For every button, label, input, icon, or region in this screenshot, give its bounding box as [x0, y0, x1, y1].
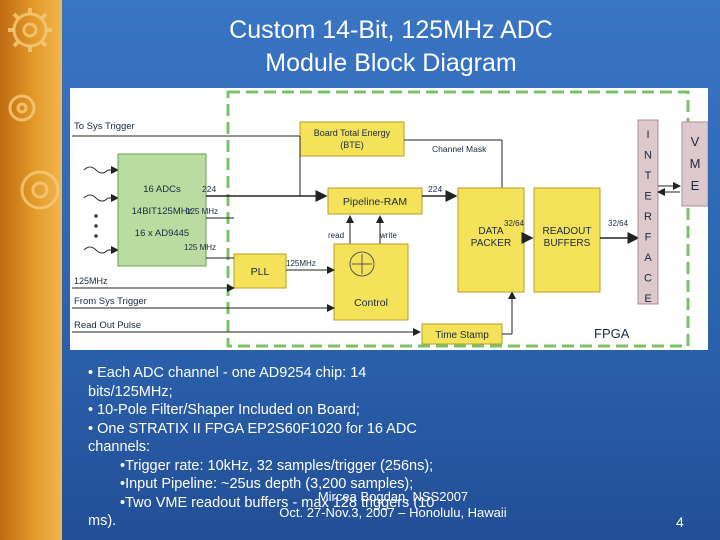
- analog-input-icons: [83, 166, 109, 254]
- interface-letter: N: [644, 150, 652, 162]
- fpga-label: FPGA: [594, 326, 630, 341]
- vme-letter: M: [690, 156, 701, 171]
- block-diagram-svg: To Sys Trigger Board Total Energy (BTE) …: [72, 90, 708, 348]
- pipeline-ram-label: Pipeline-RAM: [343, 196, 407, 208]
- block-diagram: To Sys Trigger Board Total Energy (BTE) …: [70, 88, 708, 350]
- vme-letter: E: [691, 178, 700, 193]
- page-number: 4: [676, 514, 684, 530]
- clk-in-label: 125MHz: [74, 276, 108, 286]
- adc-input-lines: [108, 166, 119, 254]
- readout-buffers-block: [533, 187, 601, 293]
- read-out-pulse-label: Read Out Pulse: [74, 320, 141, 331]
- bullet-line: ms).: [88, 513, 117, 529]
- adc-label-2: 14BIT125MHz: [132, 206, 193, 217]
- control-state-icon: [349, 251, 375, 277]
- write-label: write: [379, 231, 397, 240]
- title-line-2: Module Block Diagram: [265, 49, 517, 77]
- time-stamp-label: Time Stamp: [435, 330, 489, 341]
- interface-block: [637, 119, 659, 305]
- pll-out-label: 125MHz: [286, 259, 316, 268]
- fpga-boundary: [226, 90, 690, 348]
- readout-buffers-label-2: BUFFERS: [544, 238, 591, 249]
- bullet-line: • 10-Pole Filter/Shaper Included on Boar…: [88, 402, 360, 418]
- interface-letter: R: [644, 211, 652, 223]
- title-line-1: Custom 14-Bit, 125MHz ADC: [229, 16, 553, 44]
- bus-32-64-a: 32/64: [504, 219, 525, 228]
- interface-letter: I: [646, 129, 649, 141]
- footer-author: Mircea Bogdan, NSS2007: [317, 489, 469, 504]
- bullet-list: • Each ADC channel - one AD9254 chip: 14…: [88, 364, 648, 531]
- bullet-line: •Trigger rate: 10kHz, 32 samples/trigger…: [120, 457, 434, 474]
- footer: Mircea Bogdan, NSS2007 Oct. 27-Nov.3, 20…: [268, 489, 518, 521]
- interface-letter: F: [645, 232, 652, 244]
- vme-block: [681, 121, 708, 207]
- from-sys-trigger-label: From Sys Trigger: [74, 296, 147, 307]
- bte-label-2: (BTE): [340, 140, 364, 150]
- bullet-line: bits/125MHz;: [88, 383, 173, 400]
- pll-block: [233, 253, 287, 289]
- adc-label-3: 16 x AD9445: [135, 228, 189, 239]
- adc-block: [117, 153, 207, 267]
- bullet-line: channels:: [88, 439, 151, 455]
- data-packer-label-1: DATA: [478, 226, 504, 237]
- vme-letter: V: [691, 134, 700, 149]
- clk-125-bottom: 125 MHz: [184, 243, 216, 252]
- bus-32-64-b: 32/64: [608, 219, 629, 228]
- gear-decoration-icon: [8, 8, 60, 210]
- data-packer-label-2: PACKER: [471, 238, 511, 249]
- clk-125-top: 125 MHz: [186, 207, 218, 216]
- bullet-line: • One STRATIX II FPGA EP2S60F1020 for 16…: [88, 420, 417, 437]
- pipeline-ram-block: [327, 187, 423, 215]
- pll-label: PLL: [251, 266, 270, 278]
- bullet-line: •Two VME readout buffers - max 128 trigg…: [120, 494, 435, 511]
- interface-letter: E: [644, 191, 651, 203]
- control-label: Control: [354, 297, 388, 309]
- to-sys-trigger-label: To Sys Trigger: [74, 121, 135, 132]
- slide-title: Custom 14-Bit, 125MHz ADC Module Block D…: [62, 14, 720, 80]
- footer-event: Oct. 27-Nov.3, 2007 – Honolulu, Hawaii: [279, 505, 507, 520]
- bte-block: [299, 121, 405, 157]
- interface-letter: A: [644, 252, 652, 264]
- interface-letter: E: [644, 293, 651, 305]
- readout-buffers-label-1: READOUT: [543, 226, 592, 237]
- left-decoration-strip: [0, 0, 62, 540]
- interface-letter: C: [644, 273, 652, 285]
- bullet-line: •Input Pipeline: ~25us depth (3,200 samp…: [120, 476, 414, 492]
- channel-mask-label: Channel Mask: [432, 144, 487, 154]
- bus-224-left: 224: [202, 184, 216, 194]
- bte-label-1: Board Total Energy: [314, 128, 391, 138]
- adc-label-1: 16 ADCs: [143, 184, 181, 195]
- bus-224-right: 224: [428, 184, 442, 194]
- interface-letter: T: [645, 170, 652, 182]
- vme-letters: VME: [690, 134, 701, 193]
- bullet-line: • Each ADC channel - one AD9254 chip: 14: [88, 365, 367, 381]
- read-label: read: [328, 231, 344, 240]
- data-packer-block: [457, 187, 525, 293]
